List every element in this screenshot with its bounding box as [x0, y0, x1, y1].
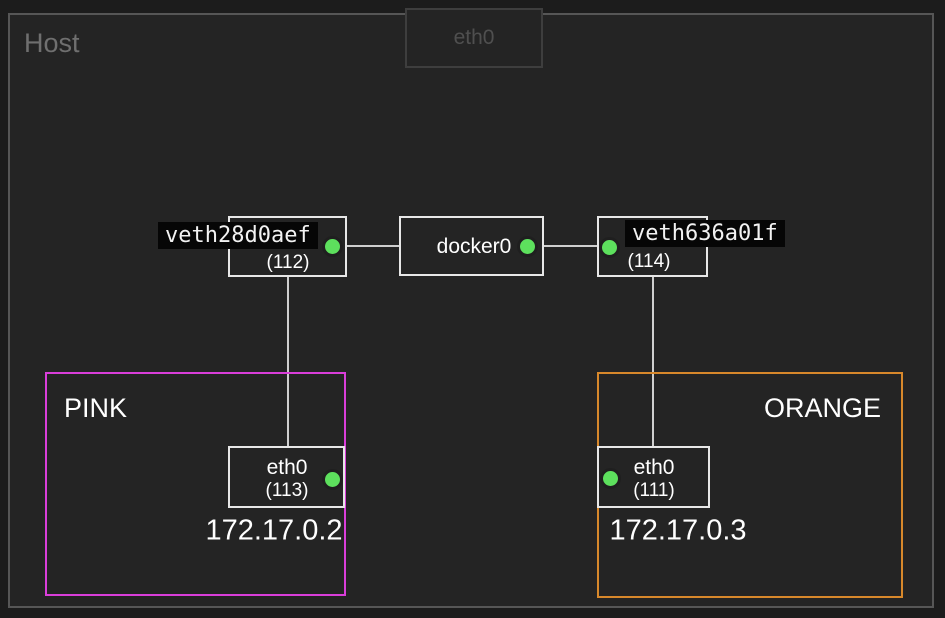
docker0-status-dot-icon: [517, 236, 538, 257]
orange-eth0-index: (111): [633, 480, 675, 501]
external-eth0-label: eth0: [453, 26, 495, 49]
pink-eth0-label: eth0: [266, 456, 308, 479]
veth-right-index: (114): [627, 251, 671, 272]
host-label: Host: [24, 28, 80, 58]
link-veth-right-to-orange-eth0: [652, 277, 654, 446]
pink-ip-address: 172.17.0.2: [205, 514, 343, 547]
veth-left-index: (112): [266, 252, 310, 273]
pink-eth0-status-dot-icon: [322, 469, 343, 490]
link-bridge-to-veth-right: [544, 245, 597, 247]
orange-eth0-label: eth0: [633, 456, 675, 479]
container-pink: [45, 372, 346, 596]
pink-eth0-index: (113): [265, 480, 309, 501]
external-eth0-node[interactable]: eth0: [405, 8, 543, 68]
link-veth-left-to-pink-eth0: [287, 277, 289, 446]
orange-eth0-status-dot-icon: [600, 468, 621, 489]
container-orange-label: ORANGE: [763, 393, 881, 423]
veth-left-status-dot-icon: [322, 236, 343, 257]
host-panel: [8, 13, 934, 608]
container-pink-label: PINK: [64, 393, 128, 423]
link-veth-left-to-bridge: [347, 245, 399, 247]
veth-right-label: veth636a01f: [625, 220, 785, 247]
orange-ip-address: 172.17.0.3: [609, 514, 747, 547]
veth-left-label: veth28d0aef: [158, 222, 318, 249]
docker0-label: docker0: [436, 235, 512, 258]
veth-right-status-dot-icon: [599, 237, 620, 258]
